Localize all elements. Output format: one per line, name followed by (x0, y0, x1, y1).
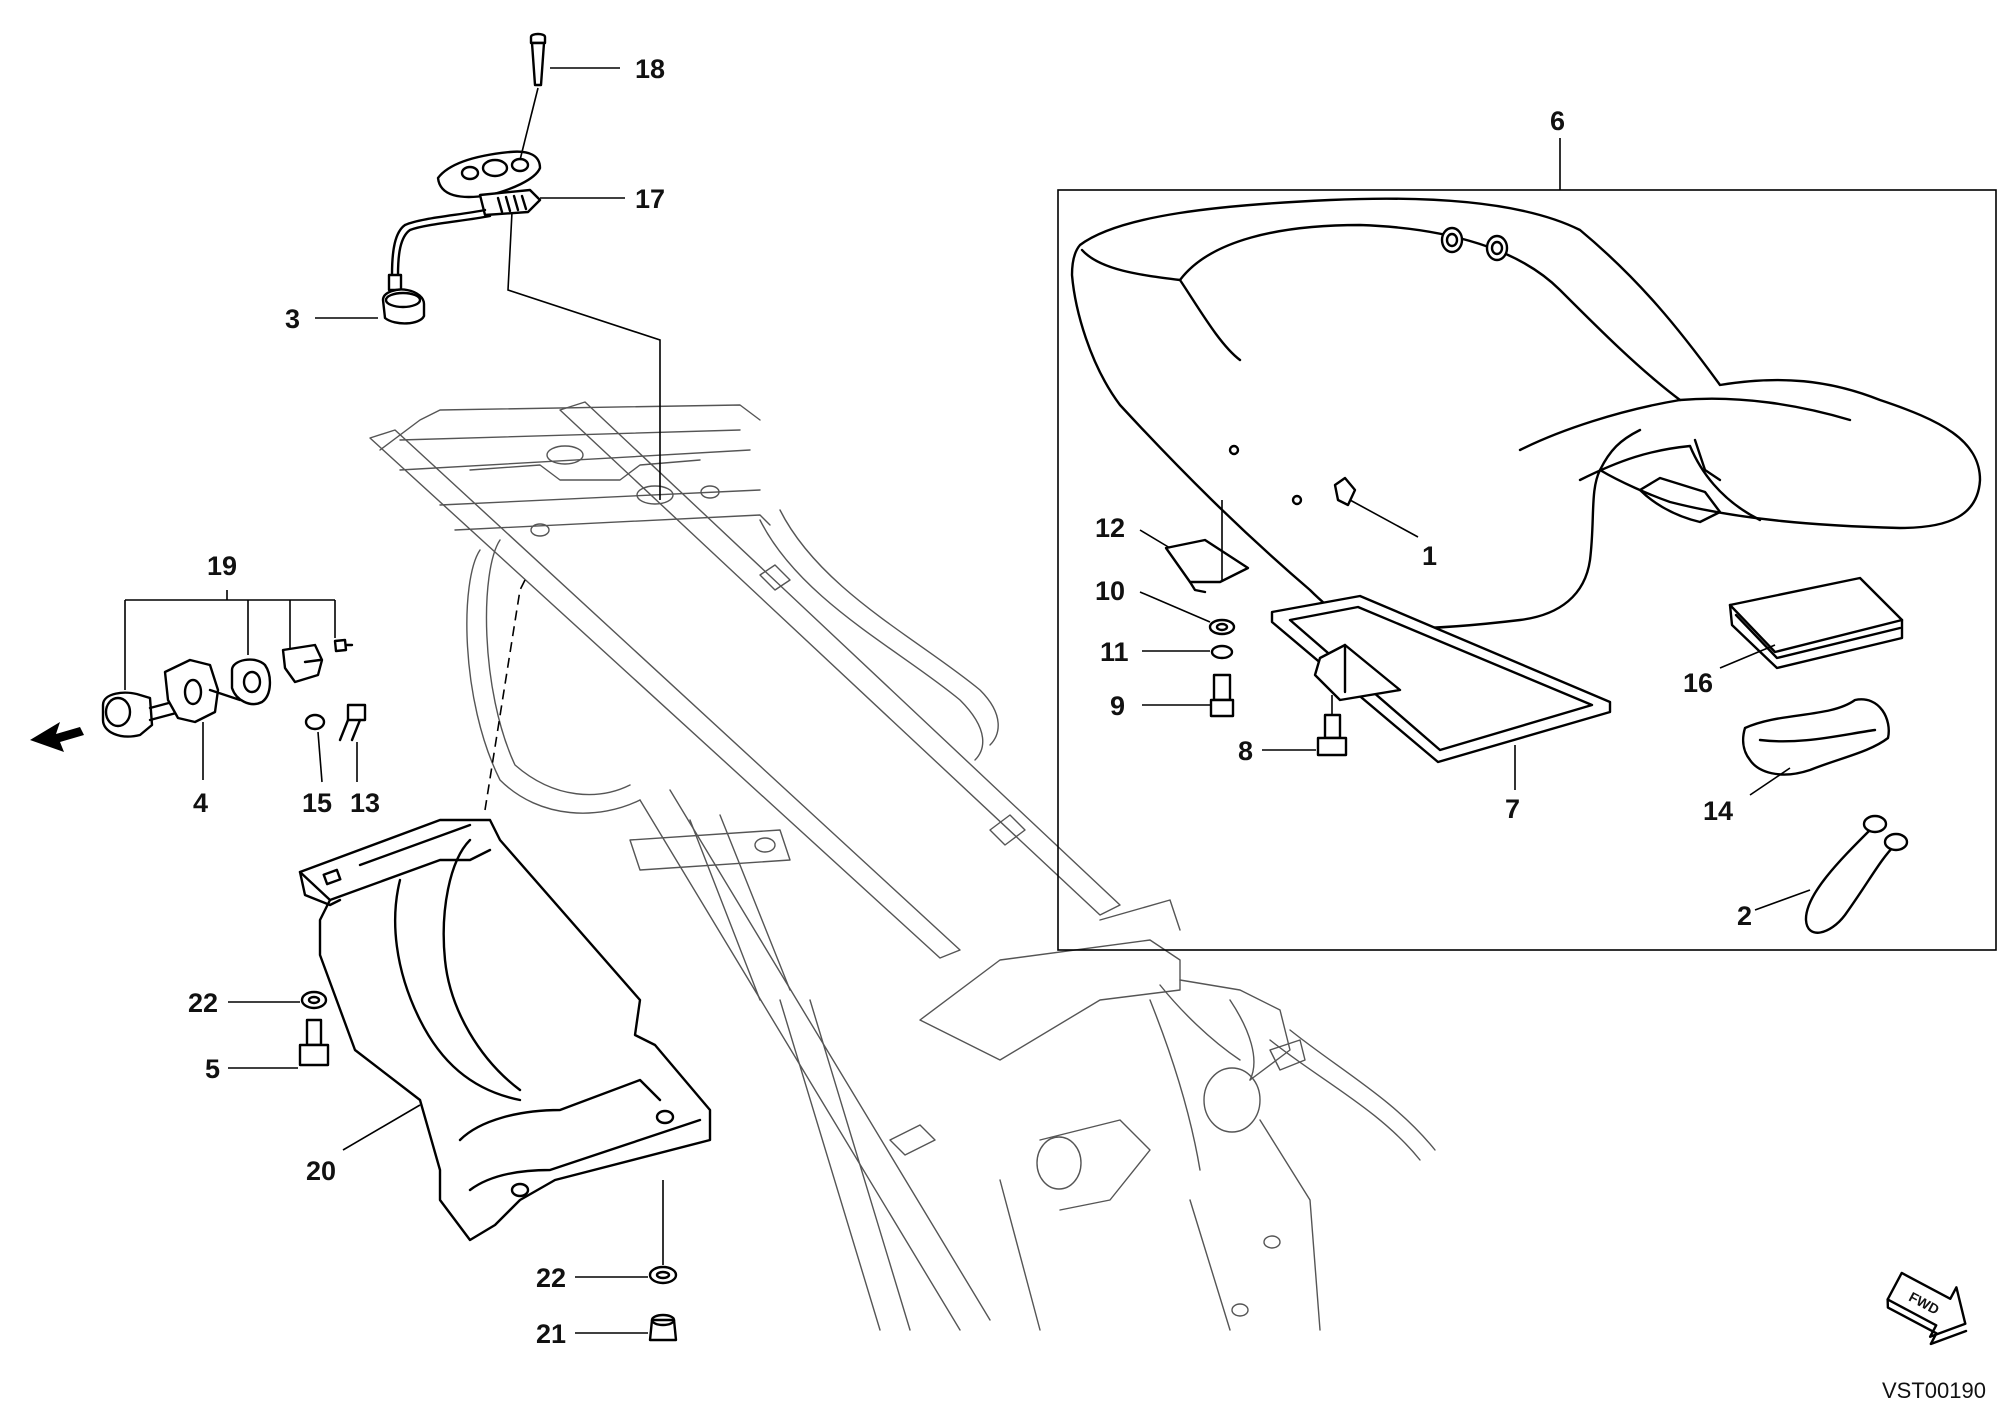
seat-latch-drawing (381, 32, 547, 325)
callout-17: 17 (635, 184, 665, 214)
fwd-arrow-icon: FWD (1886, 1271, 1968, 1346)
cover-12-drawing (1164, 538, 1250, 584)
callout-8: 8 (1238, 736, 1253, 766)
callout-1: 1 (1422, 541, 1437, 571)
leader-lines (124, 67, 1811, 1334)
callout-3: 3 (285, 304, 300, 334)
callout-6: 6 (1550, 106, 1565, 136)
callout-19: 19 (207, 551, 237, 581)
undertray-20-drawing (298, 818, 712, 1242)
knob-8-drawing (1323, 713, 1342, 740)
callout-10: 10 (1095, 576, 1125, 606)
callout-18: 18 (635, 54, 665, 84)
callout-13: 13 (350, 788, 380, 818)
callout-7: 7 (1505, 794, 1520, 824)
callout-12: 12 (1095, 513, 1125, 543)
callout-15: 15 (302, 788, 332, 818)
cable-2-drawing (1804, 814, 1909, 934)
bolt-9-drawing (1212, 673, 1232, 702)
callout-21: 21 (536, 1319, 566, 1349)
callout-16: 16 (1683, 668, 1713, 698)
callout-20: 20 (306, 1156, 336, 1186)
callout-2: 2 (1737, 901, 1752, 931)
callout-9: 9 (1110, 691, 1125, 721)
callout-22-lower: 22 (536, 1263, 566, 1293)
storage-tray-drawing (1270, 594, 1612, 764)
manual-16-drawing (1728, 576, 1904, 670)
callout-11: 11 (1100, 637, 1129, 667)
washer-10-drawing (1208, 618, 1236, 636)
fasteners-drawing (298, 990, 678, 1342)
rear-frame-drawing (369, 401, 1436, 1331)
seat-assembly-box (1057, 189, 1997, 951)
seat-drawing (1070, 197, 1982, 630)
washer-11-drawing (1210, 644, 1234, 660)
callout-5: 5 (205, 1054, 220, 1084)
hinge-parts-drawing (30, 638, 367, 752)
pouch-14-drawing (1741, 698, 1890, 776)
callout-14: 14 (1703, 796, 1733, 826)
callout-22-upper: 22 (188, 988, 218, 1018)
callout-4: 4 (193, 788, 208, 818)
diagram-code: VST00190 (1882, 1378, 1986, 1403)
